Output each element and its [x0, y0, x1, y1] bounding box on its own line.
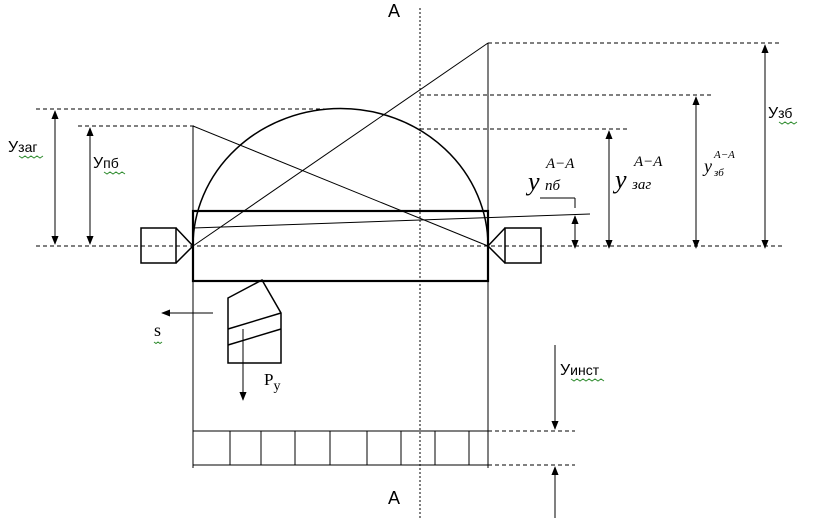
- squiggle-y-inst: [570, 378, 605, 382]
- squiggle-y-pb: [103, 171, 126, 175]
- svg-text:A−A: A−A: [713, 149, 735, 161]
- left-centre: [140, 227, 195, 264]
- feed-label: s: [154, 320, 161, 340]
- right-centre: [486, 227, 542, 264]
- squiggle-y-zag: [18, 155, 44, 159]
- svg-text:A−A: A−A: [633, 154, 663, 170]
- y-inst-label: Уинст: [560, 362, 600, 379]
- svg-text:заг: заг: [631, 177, 651, 193]
- svg-text:y: y: [612, 165, 627, 194]
- blank-semicircle: [192, 107, 489, 247]
- y-zag-label: Узаг: [8, 139, 37, 156]
- svg-text:пб: пб: [545, 178, 561, 194]
- cutting-tool: [227, 278, 282, 364]
- svg-text:y: y: [525, 167, 540, 196]
- y-pb-label: Упб: [93, 155, 119, 172]
- diagonal-up: [192, 42, 489, 247]
- y-zb-section-label: y зб A−A: [702, 149, 735, 179]
- diagonal-down: [192, 125, 489, 247]
- y-pb-section-label: y пб A−A: [525, 156, 575, 196]
- squiggle-y-zb: [778, 121, 798, 125]
- workpiece-slant-line: [192, 213, 591, 229]
- y-zag-section-label: y заг A−A: [612, 154, 663, 194]
- svg-text:y: y: [702, 156, 712, 176]
- svg-text:A−A: A−A: [545, 156, 575, 172]
- force-label: Ру: [264, 370, 280, 394]
- section-label-bottom: A: [388, 488, 400, 508]
- section-label-top: A: [388, 1, 400, 21]
- scale-strip: [192, 430, 489, 466]
- squiggle-feed: [153, 341, 163, 345]
- svg-text:зб: зб: [713, 167, 724, 179]
- y-zb-label: Узб: [768, 105, 792, 122]
